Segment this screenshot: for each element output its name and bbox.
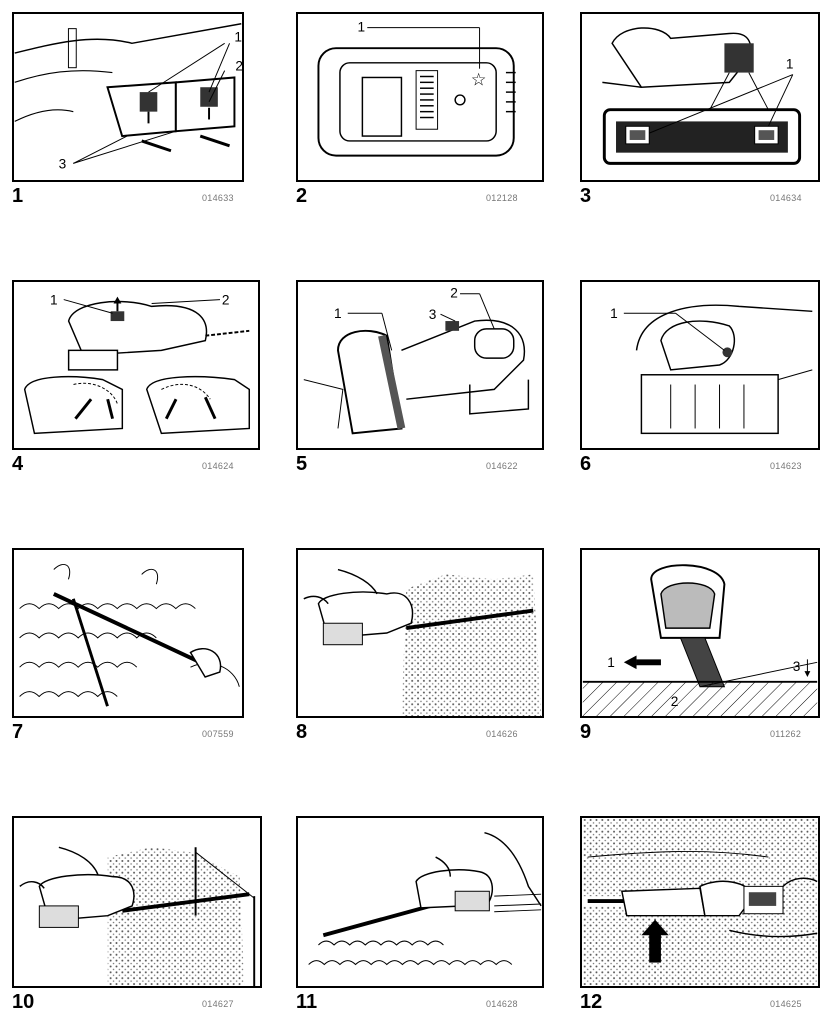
figure-number: 12	[580, 991, 603, 1013]
figure-number: 10	[12, 991, 35, 1013]
battery-top-drawing: ☆ 1	[317, 20, 516, 157]
switch-operation-drawing: 1 2	[23, 292, 251, 435]
figure-code: 007559	[202, 729, 234, 739]
callout-1: 1	[50, 292, 58, 307]
side-trimming-drawing: 1 2 3	[582, 564, 818, 716]
figure-code: 014622	[486, 461, 518, 471]
figure-1-illustration: 1 2 3	[12, 12, 244, 182]
string-guide-trimming-drawing	[19, 846, 256, 986]
figure-code: 012128	[486, 193, 518, 203]
figure-7-illustration	[12, 548, 244, 718]
battery-compartment-drawing: 1 2 3	[14, 23, 242, 171]
callout-1: 1	[334, 306, 342, 321]
top-trimming-drawing	[303, 568, 542, 716]
callout-1: 1	[786, 57, 794, 72]
callout-1: 1	[607, 655, 615, 670]
figure-code: 014623	[770, 461, 802, 471]
figure-4-illustration: 1 2	[12, 280, 260, 450]
figure-9-illustration: 1 2 3	[580, 548, 820, 718]
handle-drawing: 1 3 2	[303, 286, 530, 435]
battery-indicator-drawing: 1	[602, 27, 802, 165]
figure-6-illustration: 1	[580, 280, 820, 450]
figure-number: 4	[12, 453, 24, 475]
figure-code: 014633	[202, 193, 234, 203]
star-icon: ☆	[471, 70, 487, 90]
figure-8-illustration	[296, 548, 544, 718]
figure-number: 11	[296, 991, 318, 1013]
callout-2: 2	[222, 292, 230, 307]
callout-3: 3	[793, 659, 801, 674]
callout-2: 2	[671, 694, 679, 709]
figure-2-illustration: ☆ 1	[296, 12, 544, 182]
figure-number: 3	[580, 185, 592, 207]
figure-number: 8	[296, 721, 308, 743]
hedge-trimming-drawing	[19, 563, 240, 707]
figure-number: 7	[12, 721, 24, 743]
figure-code: 014625	[770, 999, 802, 1009]
figure-3-illustration: 1	[580, 12, 820, 182]
figure-number: 5	[296, 453, 308, 475]
callout-2: 2	[235, 59, 242, 74]
figure-12-illustration	[580, 816, 820, 988]
figure-number: 1	[12, 185, 24, 207]
figure-11-illustration	[296, 816, 544, 988]
figure-5-illustration: 1 3 2	[296, 280, 544, 450]
figure-code: 011262	[770, 729, 802, 739]
callout-3: 3	[59, 156, 67, 171]
figure-number: 9	[580, 721, 592, 743]
callout-1: 1	[358, 20, 366, 35]
figure-code: 014626	[486, 729, 518, 739]
figure-code: 014628	[486, 999, 518, 1009]
callout-1: 1	[610, 306, 618, 321]
figure-number: 6	[580, 453, 592, 475]
callout-1: 1	[234, 29, 242, 44]
vertical-trimming-drawing	[582, 818, 818, 986]
lock-button-drawing: 1	[610, 304, 813, 435]
figure-10-illustration	[12, 816, 262, 988]
low-trimming-drawing	[308, 831, 542, 966]
figure-number: 2	[296, 185, 308, 207]
callout-2: 2	[450, 286, 458, 301]
callout-3: 3	[429, 307, 437, 322]
figure-code: 014624	[202, 461, 234, 471]
figure-code: 014634	[770, 193, 802, 203]
figure-code: 014627	[202, 999, 234, 1009]
